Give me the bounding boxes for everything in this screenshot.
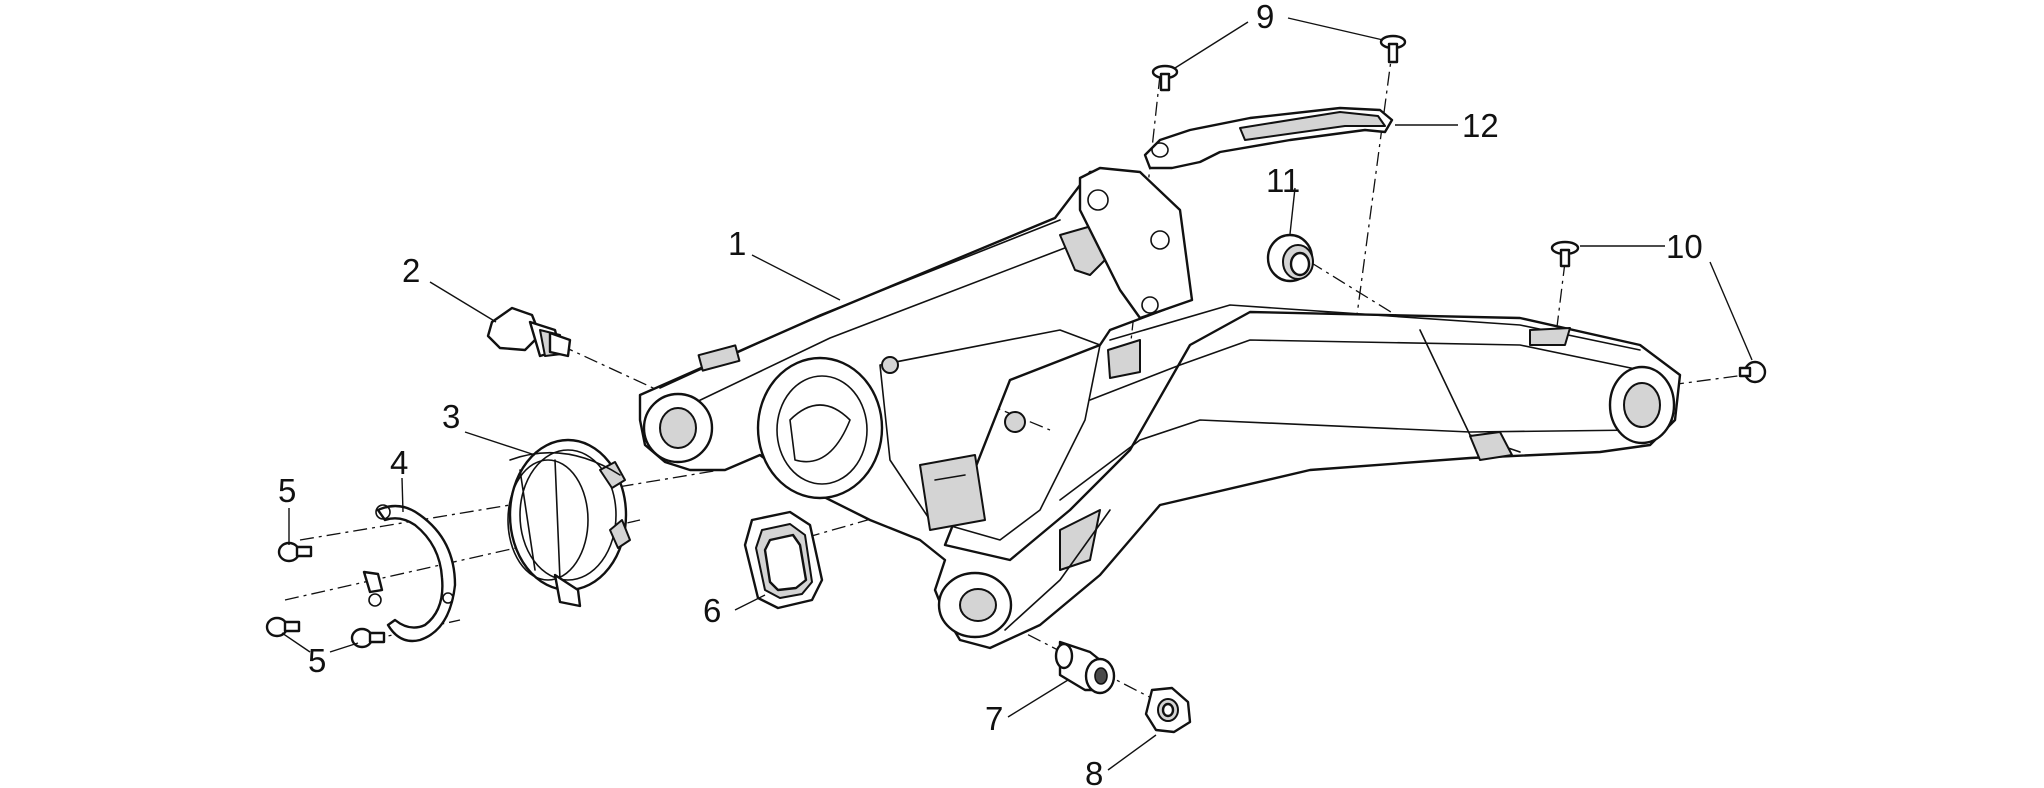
grommet <box>743 510 824 610</box>
callout-12: 12 <box>1462 107 1499 144</box>
callout-labels: 1 2 3 4 5 5 6 7 8 9 10 11 12 <box>278 0 1703 788</box>
retaining-clip <box>362 504 457 643</box>
screw-lower-right <box>350 627 386 649</box>
callout-2: 2 <box>402 252 420 289</box>
callout-10: 10 <box>1666 228 1703 265</box>
nut <box>1144 686 1192 734</box>
screw-right-end <box>1738 360 1767 384</box>
bushing <box>1054 640 1116 695</box>
callout-7: 7 <box>985 700 1003 737</box>
screw-right-top <box>1550 240 1580 268</box>
callout-3: 3 <box>442 398 460 435</box>
screw-upper <box>277 541 313 563</box>
bearing-ring <box>507 438 631 608</box>
callout-11: 11 <box>1266 162 1300 199</box>
chain-guard <box>1143 106 1394 170</box>
callout-8: 8 <box>1085 755 1103 788</box>
leader-lines <box>281 17 1753 771</box>
plug-cap <box>1266 233 1314 283</box>
callout-9: 9 <box>1256 0 1274 35</box>
screw-lower-left <box>265 616 301 638</box>
screw-top-left <box>1151 64 1179 92</box>
pivot-bolt <box>486 306 572 358</box>
screw-top-right <box>1379 34 1407 64</box>
swingarm <box>638 166 1682 650</box>
callout-1: 1 <box>728 225 746 262</box>
callout-5-bottom: 5 <box>308 642 326 679</box>
callout-5-top: 5 <box>278 472 296 509</box>
callout-4: 4 <box>390 444 408 481</box>
callout-6: 6 <box>703 592 721 629</box>
